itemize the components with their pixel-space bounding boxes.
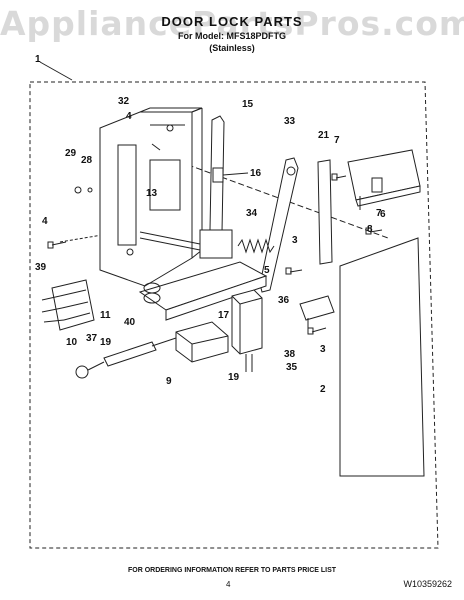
callout-3: 3 — [320, 344, 326, 355]
callout-7: 7 — [334, 135, 340, 146]
callout-15: 15 — [242, 99, 254, 110]
lock-solenoid — [175, 321, 229, 363]
leader-line — [39, 61, 73, 81]
site-watermark: AppliancePartsPros.com — [0, 4, 464, 43]
callout-10: 10 — [66, 337, 78, 348]
door-lock-frame — [99, 107, 203, 287]
spring — [212, 167, 249, 183]
callout-11: 11 — [100, 310, 111, 321]
callout-38: 38 — [284, 349, 296, 360]
callout-34: 34 — [246, 208, 258, 219]
callout-19: 19 — [228, 372, 240, 383]
callout-4: 4 — [42, 216, 48, 227]
callout-4: 4 — [126, 111, 132, 122]
callout-7: 7 — [376, 208, 382, 219]
page-title: DOOR LOCK PARTS — [161, 14, 303, 29]
nut — [87, 187, 93, 193]
cam-assembly — [138, 229, 268, 321]
callout-16: 16 — [250, 168, 262, 179]
coil-spring — [237, 238, 275, 254]
wire-connector — [41, 279, 95, 331]
callout-35: 35 — [286, 362, 298, 373]
callout-2: 2 — [320, 384, 326, 395]
plunger — [75, 337, 177, 379]
lock-actuator — [231, 289, 263, 372]
page-number: 4 — [226, 580, 231, 589]
callout-29: 29 — [65, 148, 77, 159]
callout-8: 8 — [367, 224, 373, 235]
callout-39: 39 — [35, 262, 47, 273]
micro-switch — [299, 295, 335, 330]
callout-3: 3 — [292, 235, 298, 246]
document-number: W10359262 — [403, 579, 452, 589]
door-switch — [347, 149, 421, 210]
model-line: For Model: MFS18PDFTG — [178, 31, 286, 41]
callout-9: 9 — [166, 376, 172, 387]
callout-17: 17 — [218, 310, 230, 321]
model-variant: (Stainless) — [209, 43, 255, 53]
callout-40: 40 — [124, 317, 136, 328]
callout-36: 36 — [278, 295, 290, 306]
callout-13: 13 — [146, 188, 158, 199]
lock-bracket — [317, 159, 333, 265]
assembly-boundary — [29, 81, 439, 549]
callout-32: 32 — [118, 96, 130, 107]
callout-19: 19 — [100, 337, 112, 348]
actuator-rod — [209, 115, 225, 237]
washer — [74, 186, 82, 194]
callout-5: 5 — [264, 265, 270, 276]
ordering-note: FOR ORDERING INFORMATION REFER TO PARTS … — [127, 567, 337, 574]
callout-37: 37 — [86, 333, 98, 344]
callout-6: 6 — [380, 209, 386, 220]
callout-1: 1 — [35, 54, 41, 65]
callout-21: 21 — [318, 130, 330, 141]
side-panel — [339, 237, 425, 477]
callout-33: 33 — [284, 116, 296, 127]
callout-labels: 1 2 3 3 4 4 5 6 7 7 8 9 10 11 13 15 16 1… — [35, 54, 386, 395]
callout-28: 28 — [81, 155, 93, 166]
screw — [47, 143, 383, 335]
